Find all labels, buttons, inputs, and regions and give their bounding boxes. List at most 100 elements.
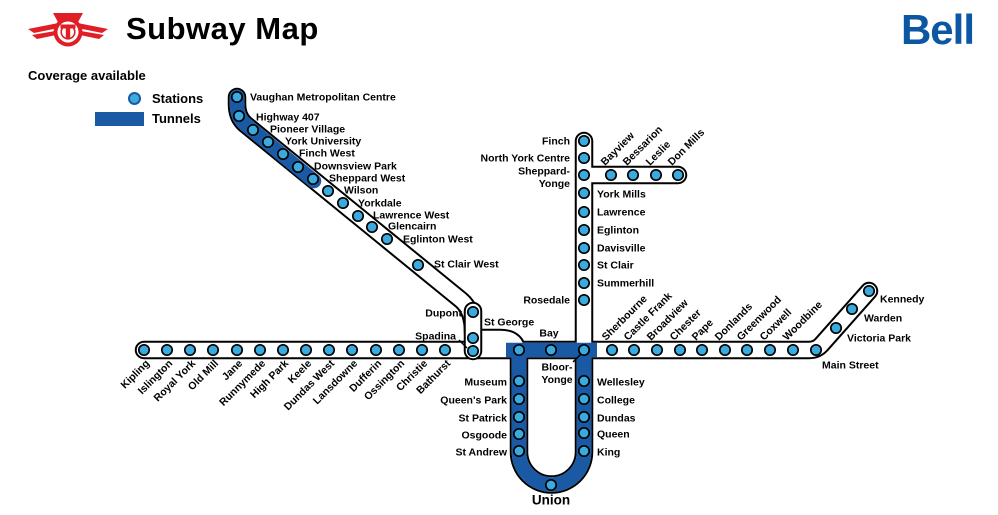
station-dot-keele [299, 343, 313, 357]
station-label-pioneer-village: Pioneer Village [270, 124, 345, 136]
station-dot-sheppard-west [306, 172, 320, 186]
ttc-logo [26, 8, 110, 53]
station-dot-rosedale [577, 293, 591, 307]
station-label-college: College [597, 395, 635, 407]
station-label-downsview-park: Downsview Park [314, 161, 397, 173]
station-dots [137, 90, 876, 492]
station-dot-bathurst [438, 343, 452, 357]
station-dot-high-park [276, 343, 290, 357]
station-dot-bessarion [626, 168, 640, 182]
station-dot-york-mills [577, 186, 591, 200]
station-label-st-george: St George [484, 317, 534, 329]
station-dot-donlands [718, 343, 732, 357]
station-label-vaughan-metropolitan-centre: Vaughan Metropolitan Centre [250, 92, 396, 104]
station-label-highway-407: Highway 407 [256, 112, 320, 124]
station-dot-chester [673, 343, 687, 357]
station-dot-glencairn [365, 220, 379, 234]
station-label-bay: Bay [539, 328, 558, 340]
station-dot-pioneer-village [246, 123, 260, 137]
station-dot-st-andrew [512, 444, 526, 458]
station-dot-royal-york [183, 343, 197, 357]
station-label-dupont: Dupont [425, 308, 462, 320]
station-dot-york-university [261, 135, 275, 149]
station-dot-victoria-park [829, 321, 843, 335]
station-dot-lawrence [577, 205, 591, 219]
station-label-finch-west: Finch West [299, 148, 355, 160]
station-dot-eglinton-west [380, 232, 394, 246]
station-label-sheppard-yonge: Sheppard-Yonge [518, 166, 570, 191]
station-dot-bloor-yonge [577, 343, 591, 357]
station-label-st-clair: St Clair [597, 260, 634, 272]
station-dot-kipling [137, 343, 151, 357]
station-label-st-andrew: St Andrew [455, 447, 507, 459]
line1-yonge-university-fill [511, 133, 592, 492]
station-label-union: Union [532, 493, 570, 508]
station-label-wellesley: Wellesley [597, 377, 645, 389]
station-label-summerhill: Summerhill [597, 278, 654, 290]
station-dot-king [577, 444, 591, 458]
station-dot-north-york-centre [577, 151, 591, 165]
spadina-pointer [458, 339, 468, 349]
station-dot-broadview [650, 343, 664, 357]
station-label-kennedy: Kennedy [880, 294, 925, 306]
station-dot-queen-s-park [512, 392, 526, 406]
station-label-wilson: Wilson [344, 185, 378, 197]
station-label-eglinton: Eglinton [597, 225, 639, 237]
station-label-eglinton-west: Eglinton West [403, 234, 473, 246]
station-dot-downsview-park [291, 160, 305, 174]
bloor-yonge-pointer [572, 353, 582, 363]
label-pointers [458, 339, 582, 363]
station-dot-finch [577, 134, 591, 148]
station-label-bloor-yonge: Bloor-Yonge [541, 362, 573, 387]
station-dot-bayview [604, 168, 618, 182]
ttc-wing-left-top [28, 22, 61, 33]
station-dot-college [577, 392, 591, 406]
station-label-main-street: Main Street [822, 360, 879, 372]
station-dot-wellesley [577, 374, 591, 388]
station-label-davisville: Davisville [597, 243, 646, 255]
station-label-lawrence-west: Lawrence West [373, 210, 450, 222]
station-dot-st-clair-west [411, 258, 425, 272]
station-dot-museum [512, 374, 526, 388]
station-dot-main-street [809, 343, 823, 357]
station-dot-sherbourne [605, 343, 619, 357]
station-dot-coxwell [763, 343, 777, 357]
station-dot-finch-west [276, 147, 290, 161]
station-dot-union [544, 478, 558, 492]
legend-title: Coverage available [28, 68, 146, 83]
station-dot-st-george [512, 343, 526, 357]
station-label-lawrence: Lawrence [597, 207, 646, 219]
station-dot-woodbine [786, 343, 800, 357]
station-dot-osgoode [512, 427, 526, 441]
line1-yonge-university-outline [509, 131, 594, 494]
station-dot-st-clair [577, 258, 591, 272]
station-label-york-mills: York Mills [597, 189, 646, 201]
station-label-queen: Queen [597, 429, 630, 441]
station-dot-sheppard-yonge [577, 168, 591, 182]
station-dot-vaughan-metropolitan-centre [230, 90, 244, 104]
station-label-victoria-park: Victoria Park [847, 333, 911, 345]
station-dot-old-mill [206, 343, 220, 357]
station-label-king: King [597, 447, 620, 459]
station-label-osgoode: Osgoode [461, 430, 507, 442]
station-dot-leslie [649, 168, 663, 182]
station-dot-castle-frank [627, 343, 641, 357]
station-dot-dundas [577, 410, 591, 424]
station-label-north-york-centre: North York Centre [481, 153, 571, 165]
station-label-dundas: Dundas [597, 413, 636, 425]
station-dot-dundas-west [322, 343, 336, 357]
station-label-warden: Warden [864, 313, 902, 325]
station-label-yorkdale: Yorkdale [358, 198, 402, 210]
station-dot-dupont [466, 305, 480, 319]
station-label-queen-s-park: Queen's Park [440, 395, 507, 407]
station-dot-dufferin [369, 343, 383, 357]
station-dot-lansdowne [345, 343, 359, 357]
station-dot-lawrence-west [351, 209, 365, 223]
station-label-sheppard-west: Sheppard West [329, 173, 406, 185]
station-label-glencairn: Glencairn [388, 221, 436, 233]
station-dot-davisville [577, 241, 591, 255]
station-label-finch: Finch [542, 136, 570, 148]
station-dot-greenwood [740, 343, 754, 357]
